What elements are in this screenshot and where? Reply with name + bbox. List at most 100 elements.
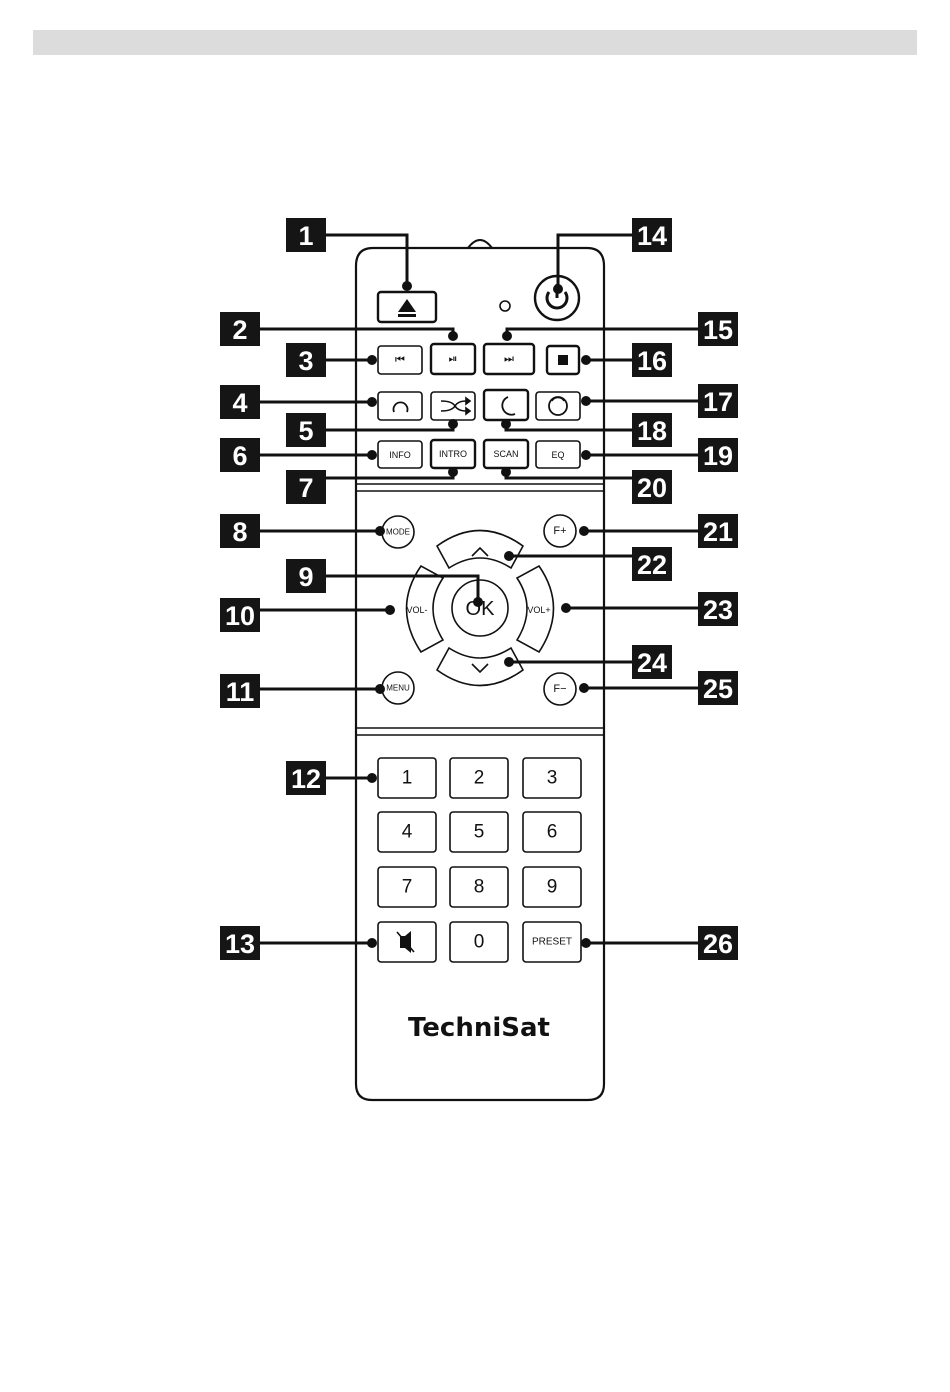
intro-label: INTRO: [439, 449, 467, 459]
callout-7: 7: [286, 470, 326, 504]
f-minus-button[interactable]: F−: [544, 673, 576, 705]
callout-8: 8: [220, 514, 260, 548]
key-0-label: 0: [474, 932, 485, 953]
intro-button[interactable]: INTRO: [431, 440, 475, 468]
mode-label: MODE: [386, 528, 410, 537]
svg-text:19: 19: [703, 441, 733, 471]
svg-text:5: 5: [298, 416, 313, 446]
callout-5: 5: [286, 413, 326, 447]
f-minus-label: F−: [553, 683, 566, 695]
scan-label: SCAN: [493, 449, 518, 459]
scan-button[interactable]: SCAN: [484, 440, 528, 468]
callout-16: 16: [632, 343, 672, 377]
callout-26: 26: [698, 926, 738, 960]
key-8[interactable]: 8: [450, 867, 508, 907]
callout-14: 14: [632, 218, 672, 252]
key-7[interactable]: 7: [378, 867, 436, 907]
sleep-button[interactable]: [484, 390, 528, 420]
key-9-label: 9: [547, 877, 558, 898]
svg-text:25: 25: [703, 674, 733, 704]
menu-button[interactable]: MENU: [382, 672, 414, 704]
svg-text:18: 18: [637, 416, 667, 446]
svg-text:10: 10: [225, 601, 255, 631]
callout-12: 12: [286, 761, 326, 795]
callout-17: 17: [698, 384, 738, 418]
key-4-label: 4: [402, 822, 413, 843]
mode-button[interactable]: MODE: [382, 516, 414, 548]
callout-9: 9: [286, 559, 326, 593]
svg-text:22: 22: [637, 550, 667, 580]
eq-label: EQ: [551, 450, 564, 460]
stop-icon: [558, 355, 568, 365]
key-7-label: 7: [402, 877, 413, 898]
svg-text:12: 12: [291, 764, 321, 794]
mute-button[interactable]: [378, 922, 436, 962]
svg-text:3: 3: [298, 346, 313, 376]
svg-text:11: 11: [226, 677, 255, 707]
key-6[interactable]: 6: [523, 812, 581, 852]
previous-button[interactable]: ⏮: [378, 346, 422, 374]
callout-4: 4: [220, 385, 260, 419]
svg-text:17: 17: [703, 387, 733, 417]
callout-18: 18: [632, 413, 672, 447]
key-5-label: 5: [474, 822, 485, 843]
key-5[interactable]: 5: [450, 812, 508, 852]
alarm-button[interactable]: [536, 392, 580, 420]
volume-down-label: VOL-: [406, 605, 427, 615]
callout-21: 21: [698, 514, 738, 548]
preset-label: PRESET: [532, 937, 572, 948]
play-pause-icon: ⏯: [449, 353, 458, 365]
svg-text:15: 15: [703, 315, 733, 345]
ok-button[interactable]: OK: [452, 580, 508, 636]
svg-text:26: 26: [703, 929, 733, 959]
callout-10: 10: [220, 598, 260, 632]
key-2[interactable]: 2: [450, 758, 508, 798]
menu-label: MENU: [386, 684, 410, 693]
callout-22: 22: [632, 547, 672, 581]
callout-3: 3: [286, 343, 326, 377]
svg-text:21: 21: [703, 517, 733, 547]
callout-24: 24: [632, 645, 672, 679]
next-icon: ⏭: [504, 353, 514, 365]
key-2-label: 2: [474, 768, 485, 789]
f-plus-button[interactable]: F+: [544, 515, 576, 547]
key-1[interactable]: 1: [378, 758, 436, 798]
info-button[interactable]: INFO: [378, 441, 422, 468]
stop-button[interactable]: [547, 346, 579, 374]
callout-23: 23: [698, 592, 738, 626]
svg-text:4: 4: [232, 388, 247, 418]
svg-text:1: 1: [298, 221, 313, 251]
key-3-label: 3: [547, 768, 558, 789]
callout-6: 6: [220, 438, 260, 472]
callout-2: 2: [220, 312, 260, 346]
callout-15: 15: [698, 312, 738, 346]
brand-logo: TechniSat: [408, 1013, 550, 1043]
next-button[interactable]: ⏭: [484, 344, 534, 374]
repeat-button[interactable]: [378, 392, 422, 420]
callout-20: 20: [632, 470, 672, 504]
callout-13: 13: [220, 926, 260, 960]
ir-window: [468, 240, 492, 248]
svg-text:14: 14: [637, 221, 667, 251]
key-0[interactable]: 0: [450, 922, 508, 962]
eject-button[interactable]: [378, 292, 436, 322]
key-3[interactable]: 3: [523, 758, 581, 798]
callout-19: 19: [698, 438, 738, 472]
svg-text:9: 9: [298, 562, 313, 592]
key-8-label: 8: [474, 877, 485, 898]
key-4[interactable]: 4: [378, 812, 436, 852]
svg-text:24: 24: [637, 648, 667, 678]
key-9[interactable]: 9: [523, 867, 581, 907]
svg-text:2: 2: [232, 315, 247, 345]
shuffle-button[interactable]: [431, 392, 475, 420]
preset-button[interactable]: PRESET: [523, 922, 581, 962]
svg-text:16: 16: [637, 346, 667, 376]
key-1-label: 1: [402, 768, 413, 789]
previous-icon: ⏮: [395, 354, 405, 366]
info-label: INFO: [389, 450, 411, 460]
svg-text:20: 20: [637, 473, 667, 503]
callout-11: 11: [220, 674, 260, 708]
play-pause-button[interactable]: ⏯: [431, 344, 475, 374]
eq-button[interactable]: EQ: [536, 441, 580, 468]
